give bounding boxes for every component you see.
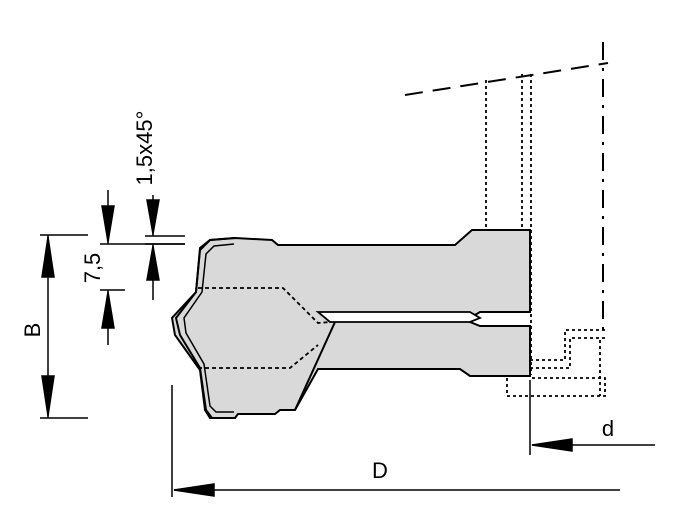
- dimension-d-small: [529, 380, 655, 455]
- dim-chamfer-label: 1,5x45°: [132, 111, 157, 186]
- dim-75-label: 7,5: [80, 253, 105, 284]
- dim-b-arrow-bottom: [41, 375, 55, 417]
- dimension-chamfer: [145, 195, 185, 300]
- dashed-guide-lines: [404, 42, 609, 330]
- knife-edge-inner: [183, 243, 235, 413]
- cutter-body: [170, 229, 531, 419]
- dim-75-arrow-bottom: [101, 291, 115, 329]
- dim-75-arrow-top: [101, 205, 115, 243]
- dim-D-arrow: [173, 483, 215, 497]
- body-diagonal: [294, 321, 336, 411]
- dim-chamfer-arrow-bottom: [146, 245, 160, 281]
- dotted-step-2: [530, 337, 605, 369]
- dotted-step-1: [530, 329, 605, 361]
- dashed-top-line: [404, 62, 609, 96]
- cutter-body-outline: [170, 229, 531, 419]
- dim-chamfer-arrow-top: [146, 199, 160, 235]
- dotted-outlines: [485, 74, 606, 397]
- dim-d-arrow: [531, 438, 573, 452]
- dim-b-arrow-top: [41, 236, 55, 278]
- dim-b-label: B: [20, 323, 45, 338]
- dotted-base-box: [506, 377, 606, 397]
- dotted-profile-upper: [198, 287, 331, 324]
- dimension-7-5: [100, 190, 185, 345]
- dim-D-label: D: [372, 458, 388, 483]
- dimension-b: [40, 234, 88, 419]
- dimension-d-large: [171, 385, 620, 497]
- dotted-profile-lower: [198, 344, 319, 369]
- knife-edge-outer: [174, 237, 236, 419]
- dim-d-label: d: [602, 416, 614, 441]
- cutter-slot: [315, 311, 483, 323]
